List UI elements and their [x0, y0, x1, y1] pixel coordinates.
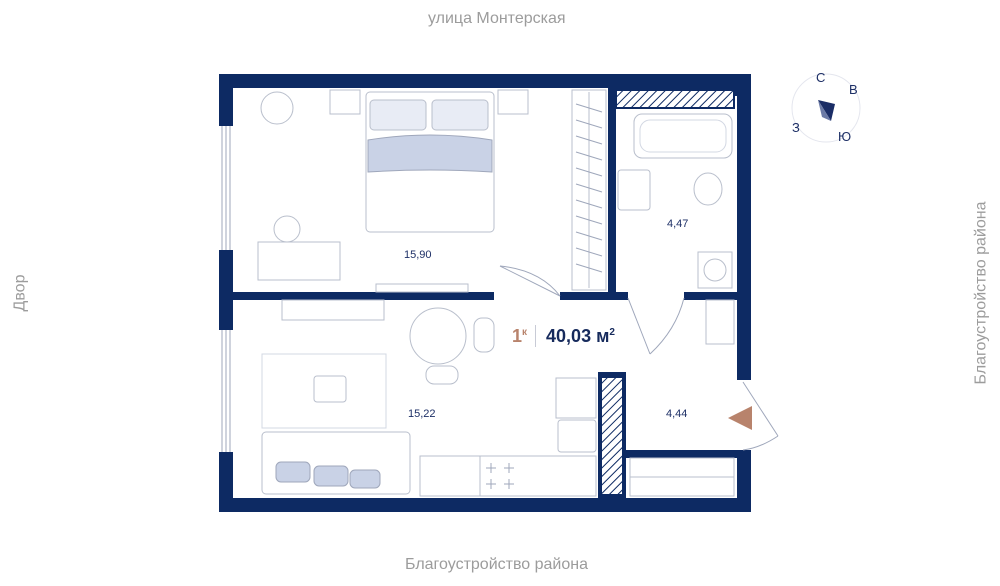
street-bottom-label: Благоустройство района: [405, 556, 588, 573]
desk: [257, 241, 341, 281]
kitchen-counter: [419, 455, 597, 497]
doors: [499, 265, 779, 451]
radiator-bedroom: [375, 283, 469, 293]
total-area-unit: 2: [609, 326, 615, 338]
washing-machine-drum: [703, 258, 727, 282]
rooms-count-suffix: к: [522, 326, 528, 338]
compass-west: З: [792, 120, 800, 135]
sofa-cushion-2: [313, 465, 349, 487]
total-area: 40,03 м2: [546, 326, 615, 347]
bathtub-inner: [639, 119, 727, 153]
entrance-arrow: [728, 406, 752, 430]
area-bedroom: 15,90: [404, 249, 432, 261]
dining-chair-bottom: [425, 365, 459, 385]
compass-south: Ю: [838, 129, 851, 144]
tv-console: [281, 299, 385, 321]
apartment-summary: 1к 40,03 м2: [512, 325, 615, 347]
area-hall: 4,44: [666, 408, 687, 420]
washing-machine: [697, 251, 733, 289]
compass-north: С: [816, 70, 825, 85]
bed: [365, 91, 495, 233]
vent-shaft-kitchen: [602, 378, 622, 494]
sink: [617, 169, 651, 211]
kitchen-sink: [557, 419, 597, 453]
nightstand-right: [497, 89, 529, 115]
compass: С В Ю З: [791, 70, 861, 144]
total-area-value: 40,03 м: [546, 325, 610, 346]
toilet: [693, 172, 723, 206]
nightstand-left: [329, 89, 361, 115]
window-left-bottom: [219, 330, 233, 452]
summary-divider: [535, 325, 537, 347]
sofa-cushion-3: [349, 469, 381, 489]
wardrobe: [571, 89, 607, 291]
cooktop: [486, 463, 514, 489]
desk-chair: [273, 215, 301, 243]
dining-chair-right: [473, 317, 495, 353]
sofa-cushion-1: [275, 461, 311, 483]
coffee-table: [313, 375, 347, 403]
street-top-label: улица Монтерская: [428, 10, 566, 27]
window-left-top: [219, 126, 233, 250]
shoe-rack: [705, 299, 735, 345]
rooms-count-value: 1: [512, 325, 523, 346]
vent-shaft-top: [615, 89, 735, 109]
plant: [260, 91, 294, 125]
area-bathroom: 4,47: [667, 218, 688, 230]
area-living: 15,22: [408, 408, 436, 420]
rooms-count: 1к: [512, 326, 527, 347]
dishwasher: [555, 377, 597, 419]
dining-table: [409, 307, 467, 365]
compass-east: В: [849, 82, 858, 97]
bathtub: [633, 113, 733, 159]
